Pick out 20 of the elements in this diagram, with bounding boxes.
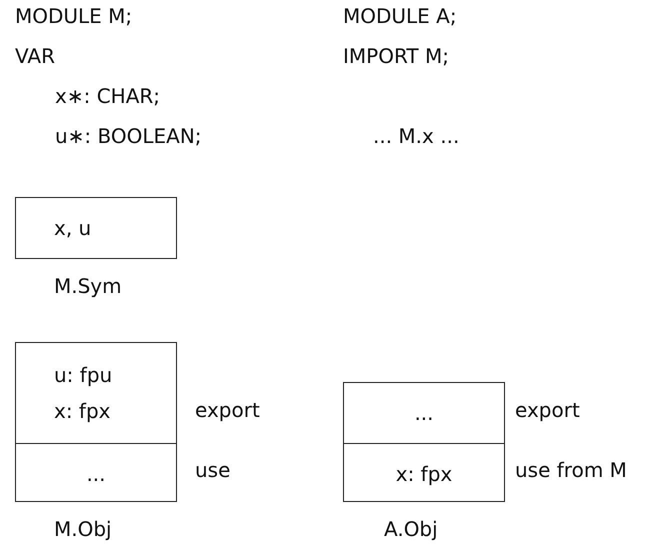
code-line: IMPORT M; <box>343 44 449 68</box>
code-line: ... M.x ... <box>373 124 460 148</box>
code-line: u∗: BOOLEAN; <box>55 124 202 148</box>
code-line: VAR <box>15 44 55 68</box>
entry-text: x, u <box>54 215 92 242</box>
code-line: MODULE M; <box>15 4 132 28</box>
entry-text: u: fpu <box>54 362 112 389</box>
entry-text: ... <box>413 400 435 427</box>
file-caption: M.Sym <box>54 274 122 298</box>
section-label: export <box>195 398 260 422</box>
file-caption: A.Obj <box>384 517 438 541</box>
section-label: use from M <box>515 458 627 482</box>
entry-text: ... <box>85 460 107 488</box>
section-label: export <box>515 398 580 422</box>
section-label: use <box>195 458 230 482</box>
entry-text: x: fpx <box>394 460 454 488</box>
code-line: x∗: CHAR; <box>55 84 160 108</box>
file-caption: M.Obj <box>54 517 112 541</box>
entry-text: x: fpx <box>54 398 112 425</box>
code-line: MODULE A; <box>343 4 457 28</box>
